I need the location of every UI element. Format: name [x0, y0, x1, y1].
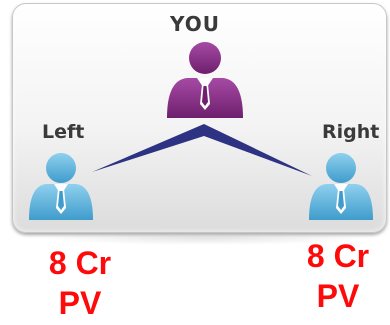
- left-pv-amount: 8 Cr: [48, 245, 112, 281]
- right-pv-unit: PV: [316, 278, 360, 314]
- left-pv-unit: PV: [58, 285, 102, 321]
- person-icon: [29, 153, 93, 220]
- panel-reflection: [40, 231, 370, 245]
- person-icon: [309, 153, 373, 220]
- connector-wedge: [92, 124, 312, 176]
- right-pv-value: 8 Cr PV: [288, 236, 388, 316]
- node-label-right: Right: [322, 121, 380, 143]
- node-label-left: Left: [42, 121, 85, 143]
- node-label-you: YOU: [170, 12, 221, 36]
- right-pv-amount: 8 Cr: [306, 238, 370, 274]
- person-icon: [167, 42, 243, 118]
- left-pv-value: 8 Cr PV: [30, 243, 130, 323]
